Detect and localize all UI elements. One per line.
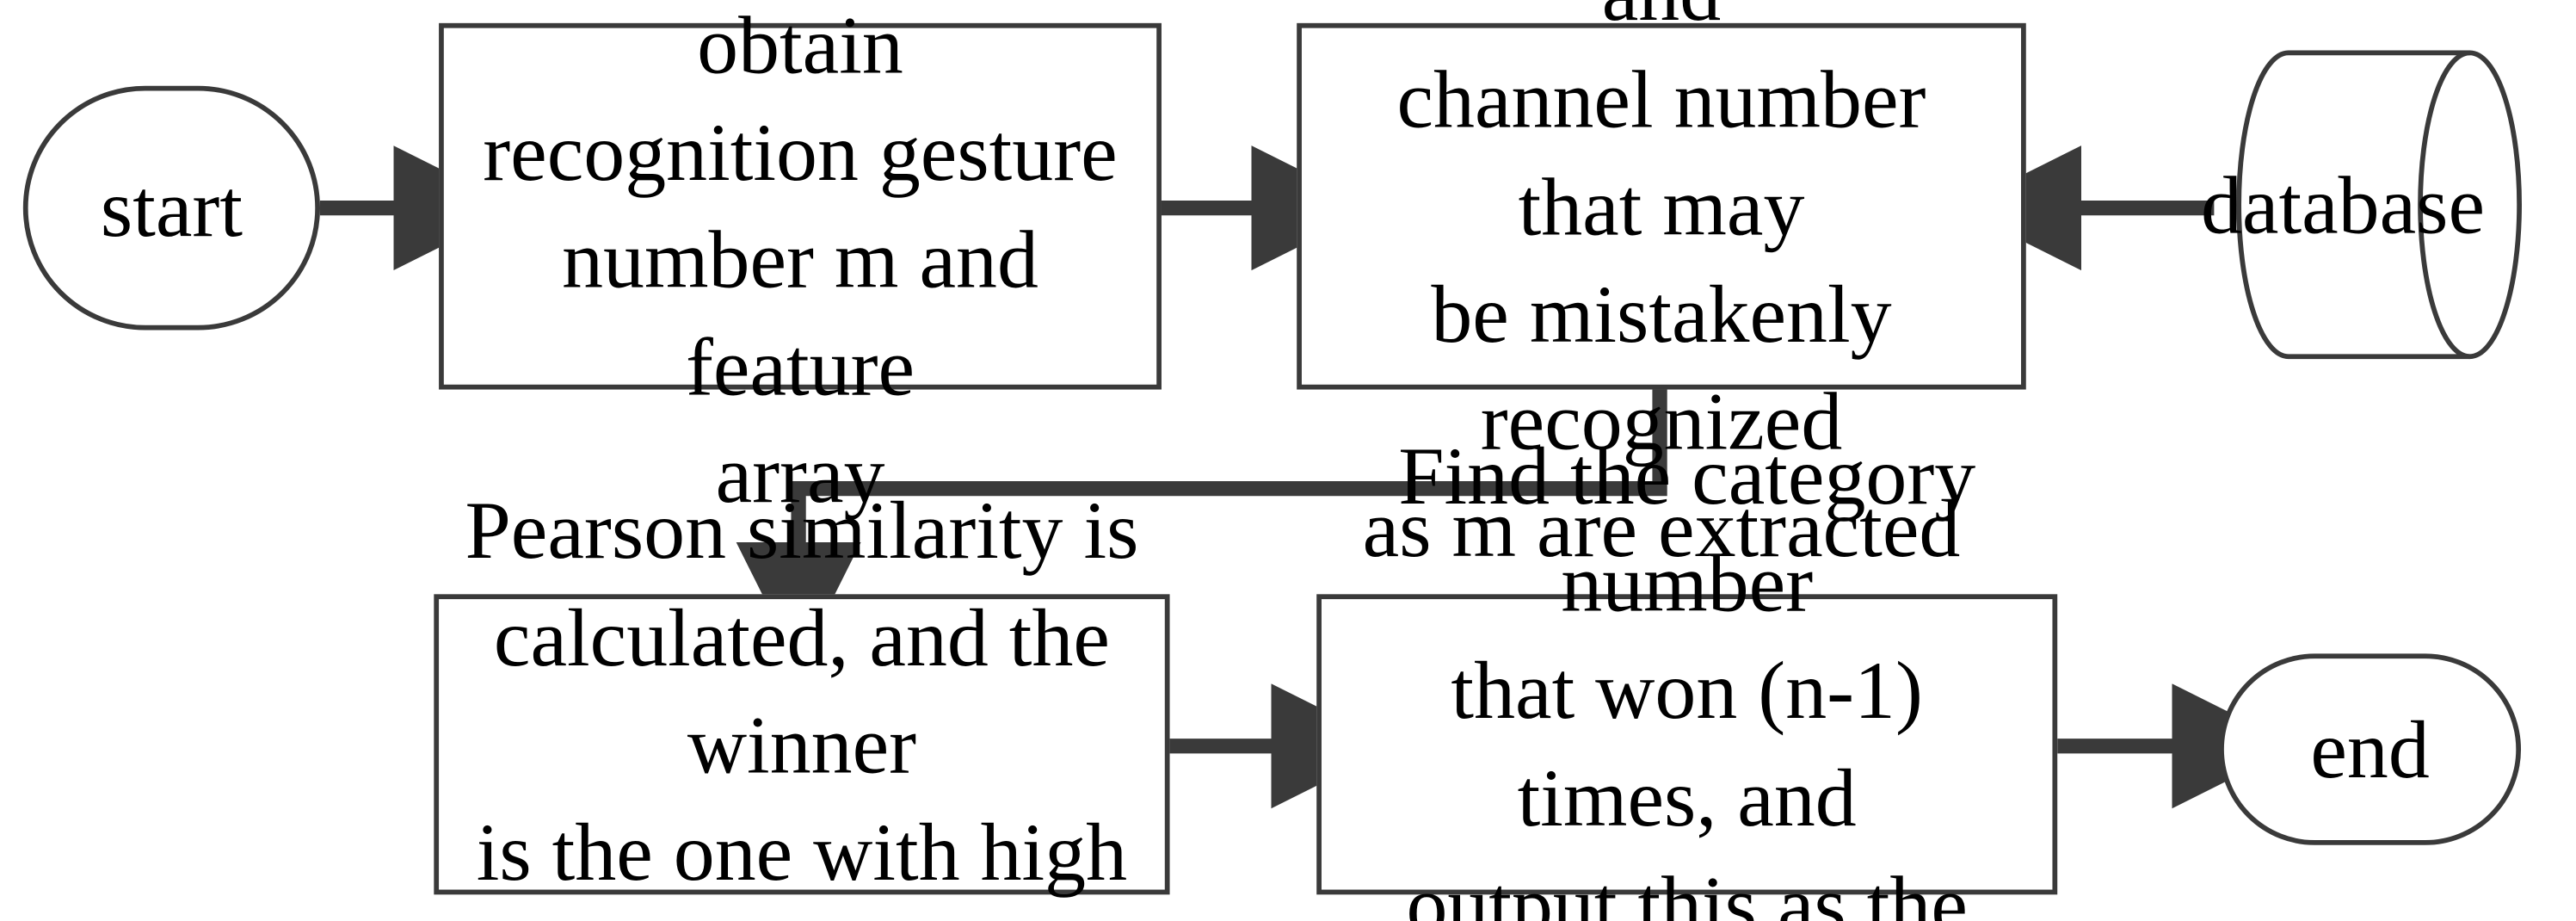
node-pearson-label: Pearson similarity is calculated, and th… [465,482,1139,921]
node-start[interactable]: start [22,85,321,331]
node-find-category[interactable]: Find the category number that won (n-1) … [1316,430,2058,921]
node-end[interactable]: end [2219,653,2522,845]
node-database[interactable]: database [2200,50,2522,361]
node-pearson[interactable]: Pearson similarity is calculated, and th… [434,483,1170,921]
node-extract-label: The gesture number and channel number th… [1362,0,1961,574]
database-cylinder-icon [2236,50,2522,360]
node-start-label: start [100,160,243,254]
node-end-label: end [2310,702,2430,795]
node-find-category-label: Find the category number that won (n-1) … [1398,429,1976,921]
node-database-label: database [2200,158,2486,251]
node-extract[interactable]: The gesture number and channel number th… [1297,0,2026,573]
node-call-cnn[interactable]: Call CNN model to obtain recognition ges… [439,0,1162,520]
node-call-cnn-label: Call CNN model to obtain recognition ges… [483,0,1118,521]
